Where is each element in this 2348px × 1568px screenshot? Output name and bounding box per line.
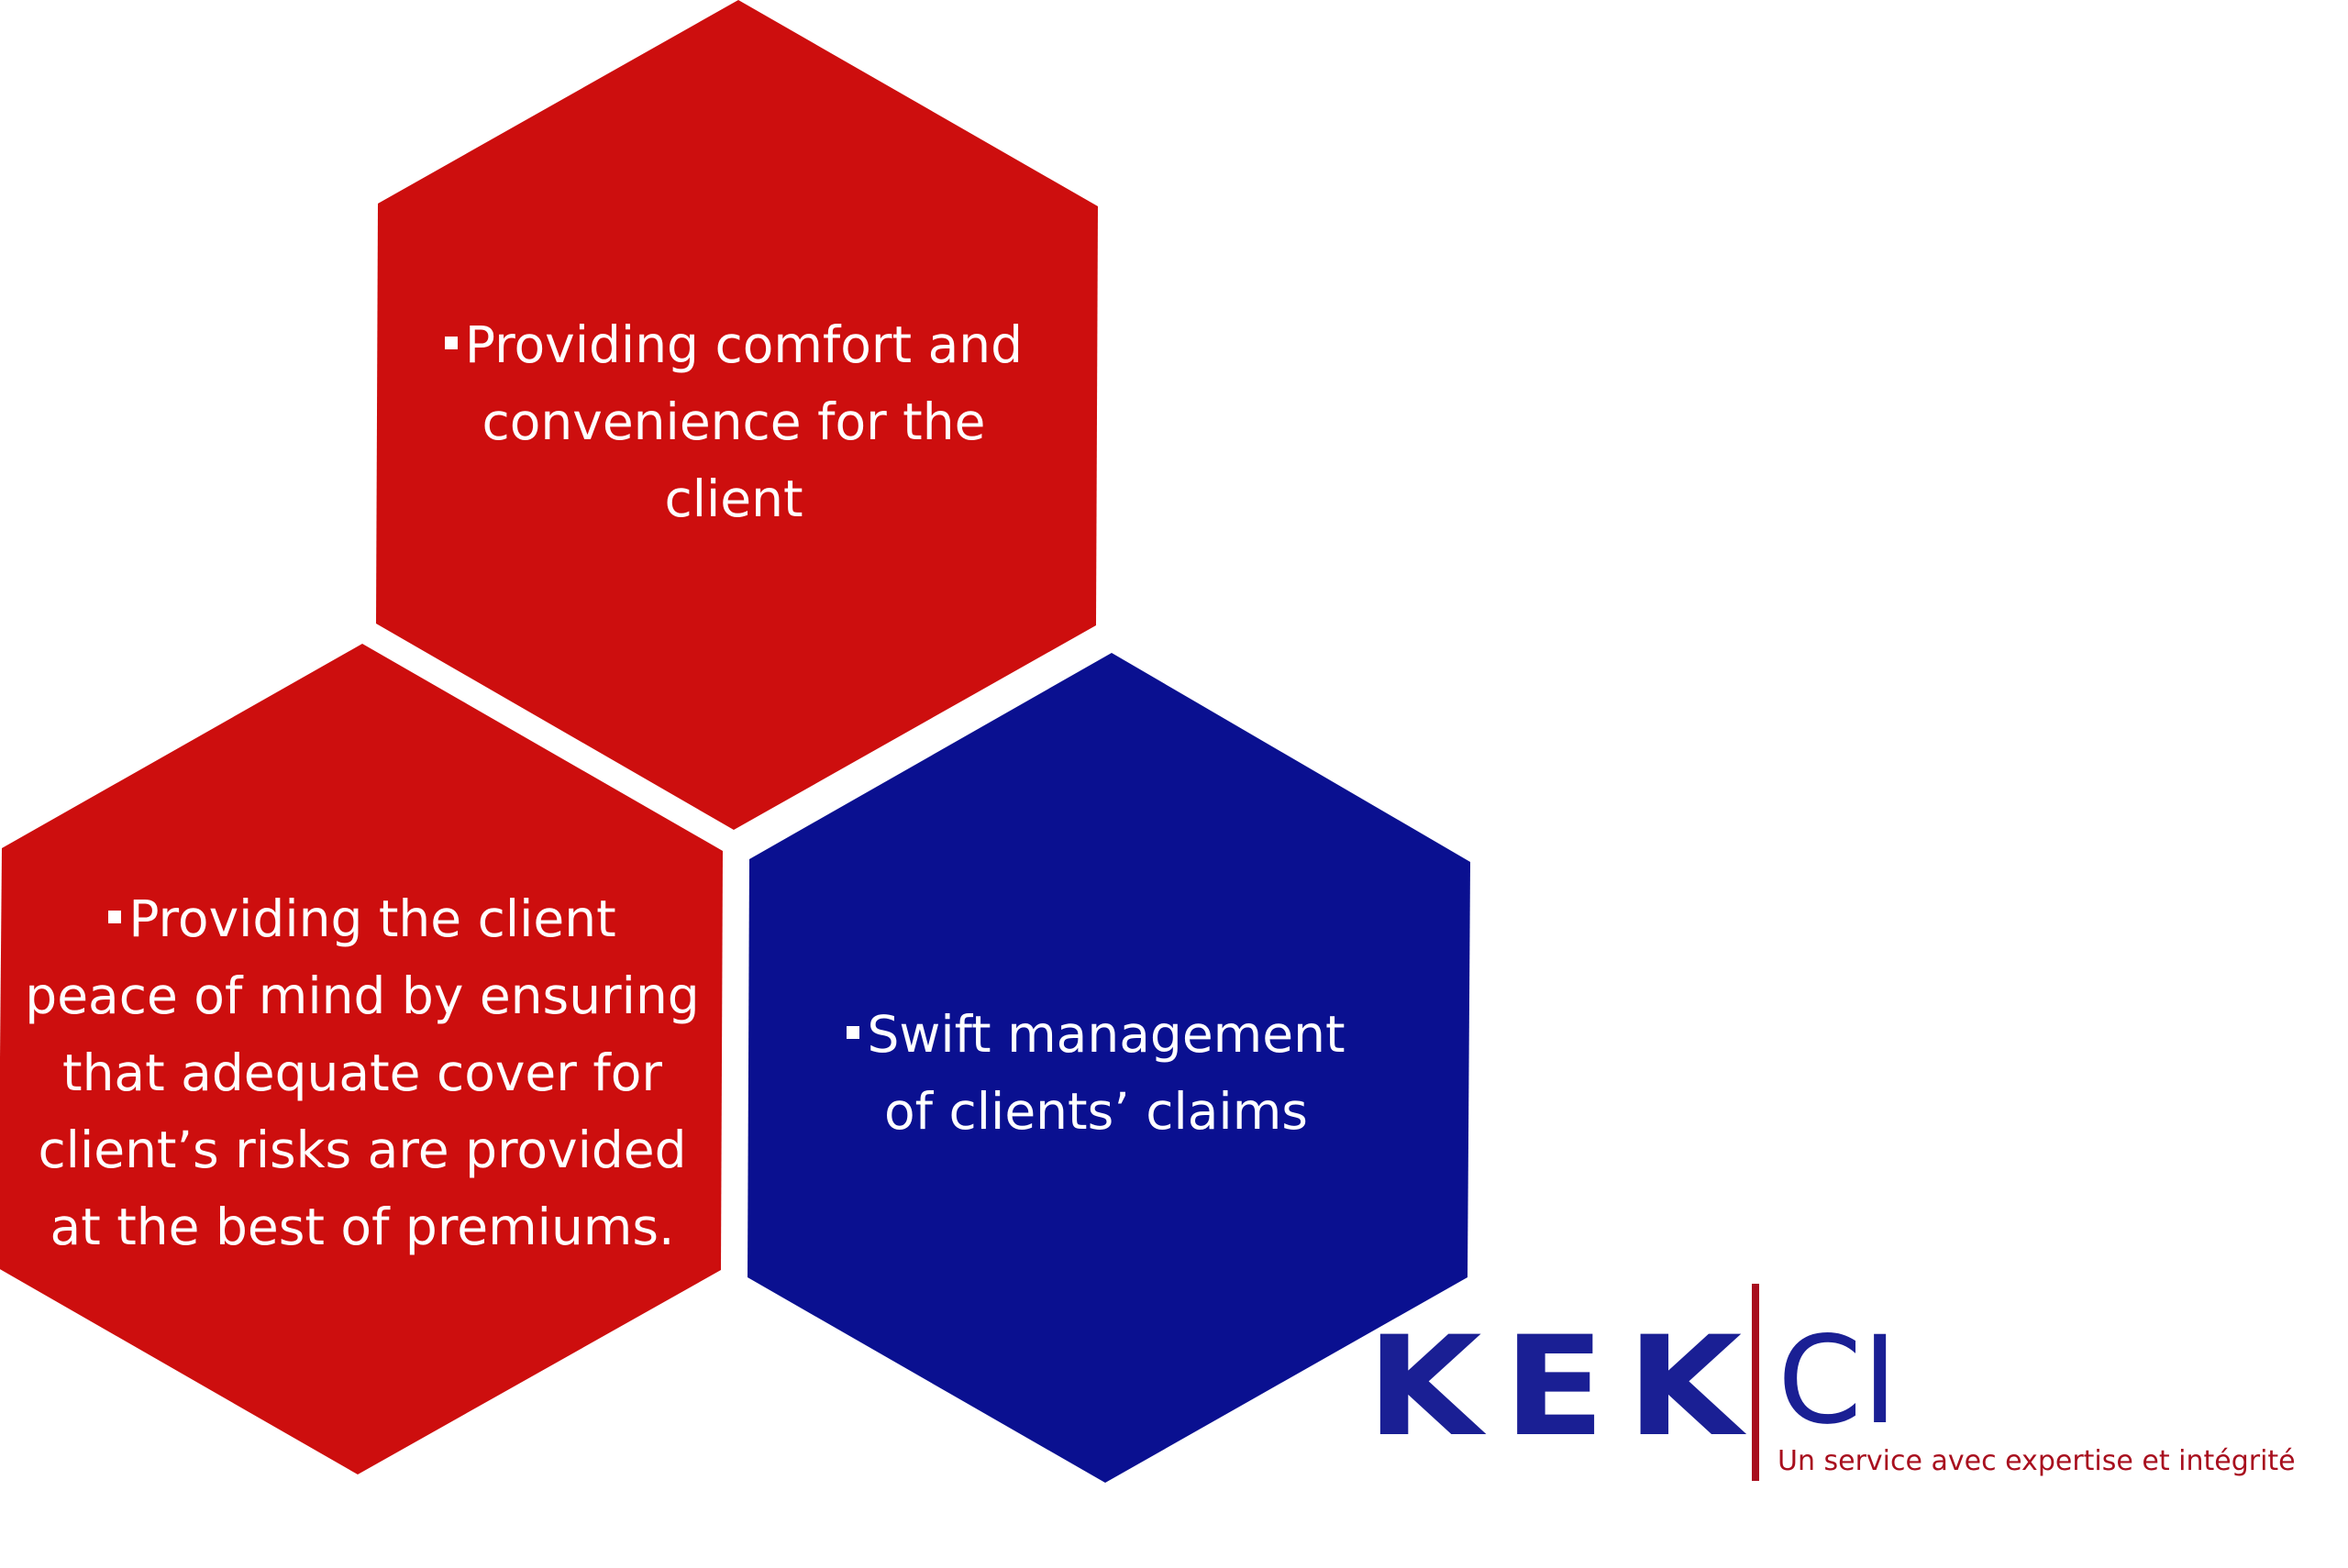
hexagon-left-text: Providing the client peace of mind by en… [18,880,706,1265]
hexagon-top [376,0,1098,830]
text-line: Providing comfort and [444,306,1024,383]
logo-tagline: Un service avec expertise et intégrité [1778,1445,2296,1477]
text-line-4: client’s risks are provided [38,1121,687,1179]
hexagon-top-text: Providing comfort and convenience for th… [422,303,1046,541]
bullet-icon [444,336,458,349]
text-line-2: peace of mind by ensuring [25,966,700,1025]
hexagon-left [0,644,723,1474]
text-line-2: of clients’ claims [884,1082,1308,1141]
text-line-1: Providing the client [128,889,616,948]
hexagon-right-text: Swift management of clients’ claims [784,990,1408,1155]
hexagon-right [748,653,1470,1483]
text-line-3: client [664,469,803,528]
text-line: Swift management [847,996,1346,1073]
text-line-1: Swift management [867,1005,1346,1064]
text-line-2: convenience for the [482,392,986,451]
text-line-5: at the best of premiums. [50,1198,675,1256]
text-line-3: that adequate cover for [62,1043,662,1102]
logo-name-right: CI [1778,1310,1899,1452]
bullet-icon [108,910,122,923]
bullet-icon [847,1025,860,1039]
text-line-1: Providing comfort and [464,315,1024,374]
text-line: Providing the client [25,880,699,957]
logo-divider [1752,1284,1759,1481]
kekci-logo: KEK CI Un service avec expertise et inté… [1367,1284,2302,1504]
logo-name-left: KEK [1367,1308,1765,1467]
